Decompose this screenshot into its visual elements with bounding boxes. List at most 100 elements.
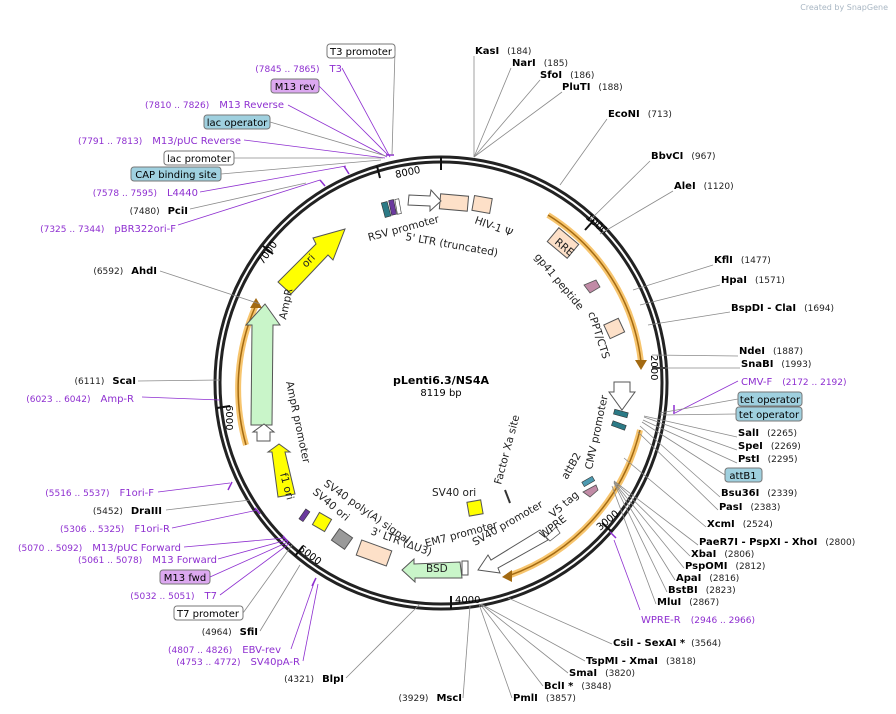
primer-label: (7810 .. 7826)M13 Reverse [145,100,284,111]
label-factor-xa: Factor Xa site [492,414,522,486]
site-leaders [137,56,740,699]
site-label: TspMI - XmaI(3818) [586,656,696,667]
site-label: PstI(2295) [738,454,798,465]
site-label: AleI(1120) [674,181,734,192]
ampr-arrow [244,303,281,426]
site-label: Bsu36I(2339) [721,488,797,499]
em7-box [461,560,469,576]
ori-arrow [277,228,346,295]
tet-operator-label-1: tet operator [740,395,801,406]
label-sv40-ori: SV40 ori [432,487,476,499]
primer-label: (4753 .. 4772)SV40pA-R [176,657,300,668]
small-feature-strip [298,508,311,523]
arc-arrow-head [635,360,647,370]
site-label: PspOMI(2812) [685,561,765,572]
site-label: EcoNI(713) [608,109,672,120]
site-label: (4964)SfiI [202,627,258,638]
cppt-box [603,317,626,340]
site-label: NarI(185) [512,58,568,69]
feature-arcs [235,212,647,582]
site-label: SnaBI(1993) [741,359,811,370]
lac-operator-label: lac operator [207,118,268,129]
primer-label: (4807 .. 4826)EBV-rev [168,645,281,656]
site-label: (3929)MscI [399,693,463,704]
primer-label: (7325 .. 7344)pBR322ori-F [40,224,176,235]
cmv-promoter-arrow [608,381,636,411]
label-5ltr: 5' LTR (truncated) [404,231,498,259]
inner-features [244,188,636,584]
primer-label: CMV-F(2172 .. 2192) [741,377,847,388]
site-label: MluI(2867) [657,597,719,608]
primer-label: (5070 .. 5092)M13/pUC Forward [18,543,181,554]
rsv-promoter-arrow [407,188,442,213]
lac-region-2 [388,199,397,216]
site-label: (5452)DraIII [93,506,162,517]
label-ampr: AmpR [277,287,295,320]
site-label: BclI *(3848) [544,681,611,692]
site-label: NdeI(1887) [739,346,803,357]
plasmid-length: 8119 bp [420,388,461,399]
plasmid-name: pLenti6.3/NS4A [393,374,489,387]
rre-box [546,227,580,259]
factor-xa-mark [504,489,511,504]
attb2-box [581,475,596,488]
label-hiv1-psi: HIV-1 Ψ [473,215,514,240]
site-label: HpaI(1571) [721,275,785,286]
tick-label: 7000 [256,240,280,267]
tet-operator-2 [611,420,627,431]
label-gp41: gp41 peptide [532,251,586,312]
t3-promoter-label: T3 promoter [329,47,393,58]
site-label: BspDI - ClaI(1694) [731,303,834,314]
site-label: SfoI(186) [540,70,594,81]
site-label: (6592)AhdI [93,266,157,277]
label-cppt: cPPT/CTS [585,310,612,360]
primer-label: (7845 .. 7865)T3 [255,64,342,75]
arc-arrow-head [502,570,512,582]
sv40-promoter-arrow [477,529,549,574]
tick-label: 8000 [394,165,421,181]
tet-operator-1 [613,408,629,419]
primer-marks [227,154,675,587]
site-label: SmaI(3820) [569,668,635,679]
tick-label: 1000 [583,212,609,237]
lac-region-3 [394,198,402,215]
tet-operator-label-2: tet operator [739,410,800,421]
left-site-labels: (7480)PciI (6592)AhdI (6111)ScaI (5452)D… [74,206,344,685]
m13-rev-label: M13 rev [275,82,316,93]
tick-label: 4000 [455,595,480,606]
site-label: PaeR7I - PspXI - XhoI(2800) [699,537,855,548]
label-cmv-promoter: CMV promoter [583,393,611,470]
primer-label: (5032 .. 5051)T7 [130,591,217,602]
primer-label: WPRE-R(2946 .. 2966) [641,615,755,626]
primer-label: (6023 .. 6042)Amp-R [26,394,134,405]
cap-binding-site-label: CAP binding site [135,170,217,181]
site-label: SpeI(2269) [738,441,801,452]
arc-cmv-wpre-core [507,429,641,577]
site-label: PasI(2383) [719,502,780,513]
attb1-label: attB1 [729,471,756,482]
primer-label: (7791 .. 7813)M13/pUC Reverse [78,136,241,147]
label-v5-tag: V5 tag [547,489,581,520]
site-label: BstBI(2823) [668,585,736,596]
site-label: ApaI(2816) [676,573,739,584]
v5-tag-arrow [582,484,599,498]
snapgene-watermark: Created by SnapGene [800,3,888,12]
site-label: (7480)PciI [130,206,188,217]
primer-leaders [141,67,739,662]
site-label: BbvCI(967) [651,151,716,162]
site-label: (4321)BlpI [284,674,344,685]
lac-region-1 [380,201,392,218]
ltr3-box [355,539,393,567]
t7-promoter-label: T7 promoter [176,609,240,620]
site-label: SalI(2265) [738,428,797,439]
lac-promoter-label: lac promoter [167,154,232,165]
right-site-labels: KasI(184) NarI(185) SfoI(186) PluTI(188)… [399,46,856,704]
site-label: KflI(1477) [714,255,771,266]
arc-gp41-cppt-core [547,214,642,363]
primer-label: (7578 .. 7595)L4440 [93,188,198,199]
site-label: PluTI(188) [562,82,623,93]
sv40-polya-box [330,527,354,551]
bsd-arrow [401,557,463,584]
primer-label: (5306 .. 5325)F1ori-R [60,524,170,535]
